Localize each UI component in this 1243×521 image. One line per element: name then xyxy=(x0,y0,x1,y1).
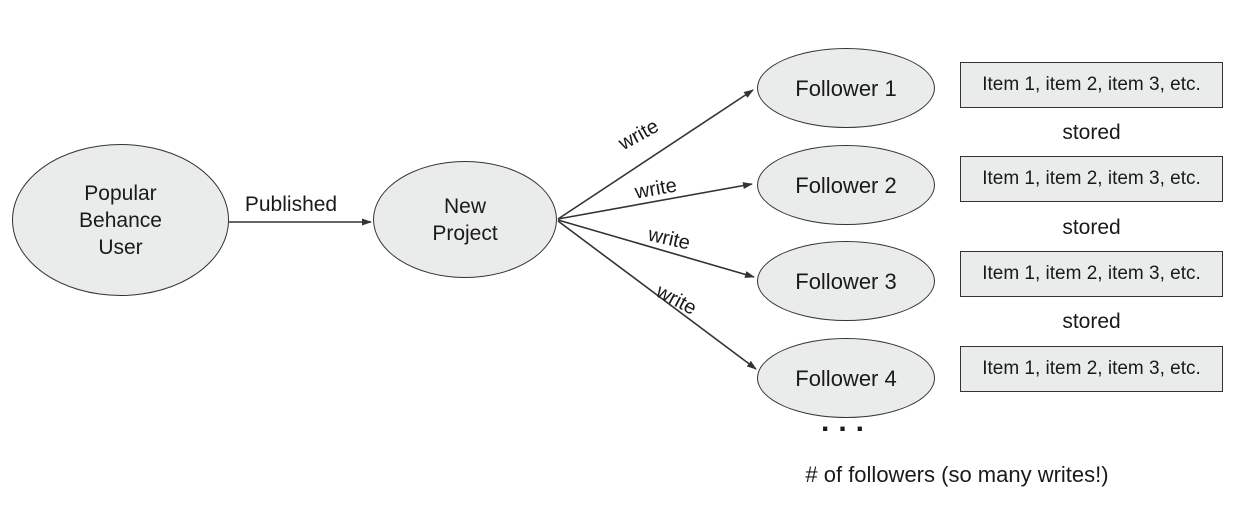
edge-write-arrow-1 xyxy=(557,89,754,220)
followers-caption: # of followers (so many writes!) xyxy=(805,462,1109,487)
node-user-line-2: Behance xyxy=(79,208,162,232)
item-box-1: Item 1, item 2, item 3, etc. xyxy=(960,62,1223,108)
node-popular-behance-user: Popular Behance User xyxy=(12,144,229,296)
stored-label-1: stored xyxy=(1062,121,1121,144)
published-edge-label: Published xyxy=(244,193,338,216)
item-box-3-label: Item 1, item 2, item 3, etc. xyxy=(982,263,1201,284)
node-user-line-1: Popular xyxy=(84,181,157,205)
node-new-project-label: New Project xyxy=(432,193,497,247)
node-follower-3: Follower 3 xyxy=(757,241,935,321)
node-follower-2-label: Follower 2 xyxy=(795,172,897,198)
node-follower-2: Follower 2 xyxy=(757,145,935,225)
node-follower-4: Follower 4 xyxy=(757,338,935,418)
edge-write-arrow-4 xyxy=(557,220,757,370)
node-user-line-3: User xyxy=(98,235,143,259)
edge-write-arrow-3 xyxy=(557,219,755,278)
node-project-line-2: Project xyxy=(432,221,498,245)
item-box-4-label: Item 1, item 2, item 3, etc. xyxy=(982,358,1201,379)
node-follower-4-label: Follower 4 xyxy=(795,365,897,391)
node-follower-1: Follower 1 xyxy=(757,48,935,128)
node-follower-3-label: Follower 3 xyxy=(795,268,897,294)
item-box-4: Item 1, item 2, item 3, etc. xyxy=(960,346,1223,392)
item-box-2: Item 1, item 2, item 3, etc. xyxy=(960,156,1223,202)
item-box-2-label: Item 1, item 2, item 3, etc. xyxy=(982,168,1201,189)
item-box-1-label: Item 1, item 2, item 3, etc. xyxy=(982,74,1201,95)
edge-write-arrow-2 xyxy=(557,182,753,220)
stored-label-2: stored xyxy=(1062,216,1121,239)
node-follower-1-label: Follower 1 xyxy=(795,75,897,101)
node-project-line-1: New xyxy=(443,194,486,218)
node-popular-behance-user-label: Popular Behance User xyxy=(79,180,162,261)
stored-label-3: stored xyxy=(1062,310,1121,333)
item-box-3: Item 1, item 2, item 3, etc. xyxy=(960,251,1223,297)
node-new-project: New Project xyxy=(373,161,557,278)
